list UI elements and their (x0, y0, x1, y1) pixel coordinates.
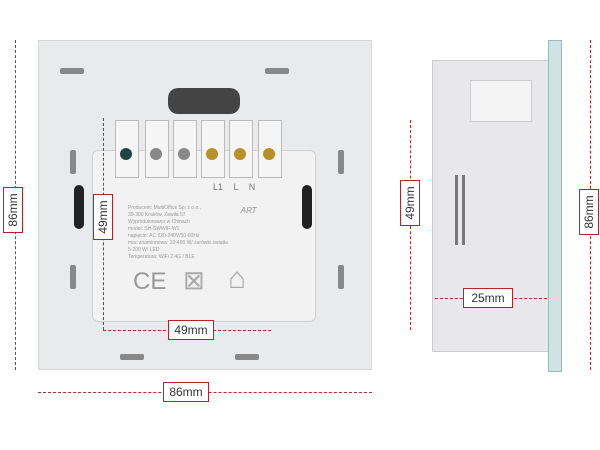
dim-label-side-module-height: 49mm (400, 180, 420, 226)
terminal (258, 120, 282, 178)
glass-front-panel (548, 40, 562, 372)
plate-slot (120, 354, 144, 360)
dim-label-front-height: 86mm (3, 187, 23, 233)
relay-module (92, 150, 316, 322)
dim-label-side-height: 86mm (579, 189, 599, 235)
screw (263, 148, 275, 160)
ce-mark-icon: CE (133, 268, 167, 295)
side-terminal-block (470, 80, 532, 122)
screw (206, 148, 218, 160)
plate-slot (235, 354, 259, 360)
screw (120, 148, 132, 160)
screw (234, 148, 246, 160)
weee-bin-icon: ⊠ (183, 265, 205, 295)
plate-slot (70, 150, 76, 174)
screw (178, 148, 190, 160)
screw (150, 148, 162, 160)
dim-label-module-width: 49mm (168, 320, 214, 340)
art-logo: ᴬᴿᵀ (240, 205, 257, 219)
dim-label-side-depth: 25mm (463, 288, 513, 308)
plate-slot (338, 150, 344, 174)
plate-slot (70, 265, 76, 289)
plate-slot (338, 265, 344, 289)
plate-slot (265, 68, 289, 74)
side-vents (455, 175, 465, 245)
dim-label-module-height: 49mm (93, 194, 113, 240)
mount-tab (74, 185, 84, 229)
plate-slot (60, 68, 84, 74)
product-label: Producent: MultiOffice Sp. z o.o.,39-300… (128, 205, 228, 260)
house-icon: ⌂ (228, 262, 247, 295)
dim-label-front-width: 86mm (163, 382, 209, 402)
mount-tab (302, 185, 312, 229)
terminal-labels: L1 L N (213, 182, 256, 192)
cable-recess (168, 88, 240, 114)
